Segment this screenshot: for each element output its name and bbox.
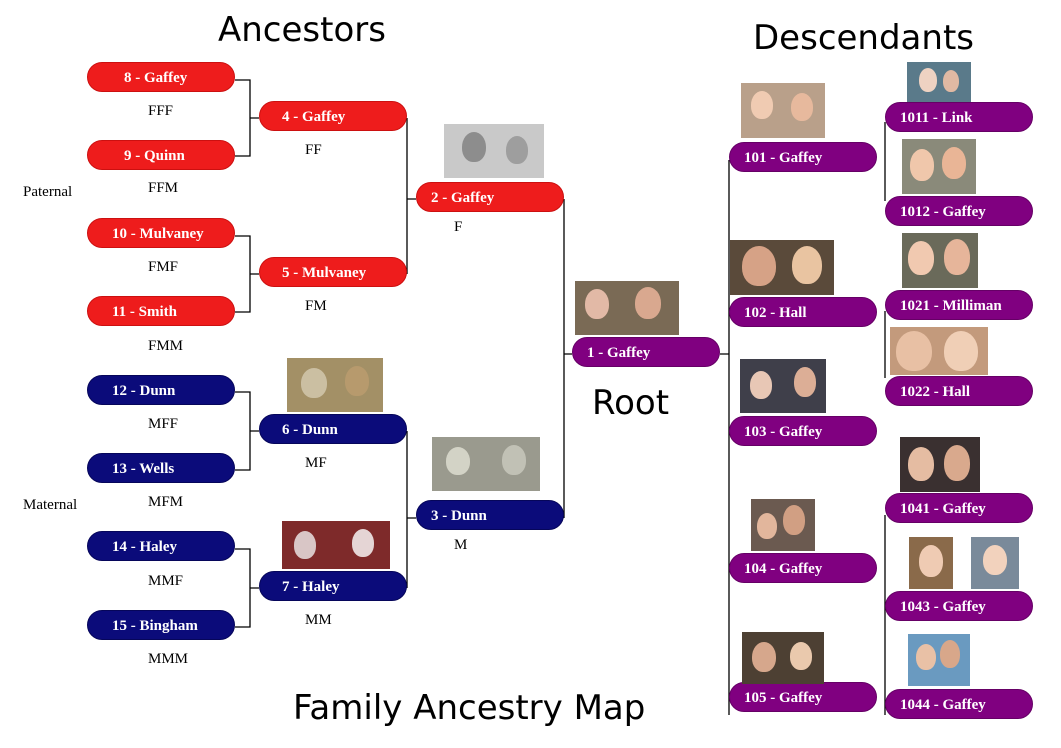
- connector-4-5: [406, 118, 416, 274]
- relation-code: MMF: [148, 573, 184, 589]
- photo-person-1043-a: [909, 537, 953, 589]
- person-1-root[interactable]: 1 - Gaffey: [572, 337, 720, 367]
- person-101[interactable]: 101 - Gaffey: [729, 142, 877, 172]
- relation-code: FM: [305, 298, 327, 314]
- relation-code: FF: [305, 142, 322, 158]
- person-103[interactable]: 103 - Gaffey: [729, 416, 877, 446]
- person-1043[interactable]: 1043 - Gaffey: [885, 591, 1033, 621]
- photo-person-101: [741, 83, 825, 138]
- connector-8-9: [235, 79, 259, 157]
- relation-code: FFM: [148, 180, 179, 196]
- person-7[interactable]: 7 - Haley: [259, 571, 407, 601]
- person-1011[interactable]: 1011 - Link: [885, 102, 1033, 132]
- connector-2-3: [563, 199, 572, 518]
- relation-code: MM: [305, 612, 332, 628]
- person-104[interactable]: 104 - Gaffey: [729, 553, 877, 583]
- maternal-label: Maternal: [23, 497, 78, 513]
- person-2[interactable]: 2 - Gaffey: [416, 182, 564, 212]
- photo-person-1: [575, 281, 679, 335]
- paternal-label: Paternal: [23, 184, 73, 200]
- person-11[interactable]: 11 - Smith: [87, 296, 235, 326]
- person-3[interactable]: 3 - Dunn: [416, 500, 564, 530]
- photo-person-1011: [907, 62, 971, 102]
- connector-12-13: [235, 391, 259, 471]
- ancestors-heading: Ancestors: [218, 10, 386, 50]
- person-102[interactable]: 102 - Hall: [729, 297, 877, 327]
- connector-10-11: [235, 235, 259, 313]
- photo-person-2: [444, 124, 544, 178]
- relation-code: M: [454, 537, 468, 553]
- photo-person-3: [432, 437, 540, 491]
- photo-person-1022: [890, 327, 988, 375]
- connector-root-children: [720, 160, 730, 715]
- connector-14-15: [235, 548, 259, 628]
- person-12[interactable]: 12 - Dunn: [87, 375, 235, 405]
- photo-person-1043-b: [971, 537, 1019, 589]
- photo-person-105: [742, 632, 824, 684]
- photo-person-6: [287, 358, 383, 412]
- person-15[interactable]: 15 - Bingham: [87, 610, 235, 640]
- relation-code: FMM: [148, 338, 184, 354]
- photo-person-103: [740, 359, 826, 413]
- photo-person-104: [751, 499, 815, 551]
- relation-code: MFM: [148, 494, 184, 510]
- photo-person-7: [282, 521, 390, 569]
- root-heading: Root: [592, 383, 670, 423]
- person-10[interactable]: 10 - Mulvaney: [87, 218, 235, 248]
- person-14[interactable]: 14 - Haley: [87, 531, 235, 561]
- photo-person-1021: [902, 233, 978, 288]
- person-13[interactable]: 13 - Wells: [87, 453, 235, 483]
- person-9[interactable]: 9 - Quinn: [87, 140, 235, 170]
- relation-code: FMF: [148, 259, 179, 275]
- person-105[interactable]: 105 - Gaffey: [729, 682, 877, 712]
- photo-person-1044: [908, 634, 970, 686]
- relation-code: F: [454, 219, 463, 235]
- person-1041[interactable]: 1041 - Gaffey: [885, 493, 1033, 523]
- person-8[interactable]: 8 - Gaffey: [87, 62, 235, 92]
- person-4[interactable]: 4 - Gaffey: [259, 101, 407, 131]
- relation-code: MMM: [148, 651, 189, 667]
- descendants-heading: Descendants: [753, 18, 974, 58]
- person-6[interactable]: 6 - Dunn: [259, 414, 407, 444]
- photo-person-102: [730, 240, 834, 295]
- person-5[interactable]: 5 - Mulvaney: [259, 257, 407, 287]
- relation-code: MFF: [148, 416, 179, 432]
- relation-code: MF: [305, 455, 327, 471]
- map-title: Family Ancestry Map: [293, 688, 646, 728]
- person-1022[interactable]: 1022 - Hall: [885, 376, 1033, 406]
- photo-person-1012: [902, 139, 976, 194]
- relation-code: FFF: [148, 103, 174, 119]
- person-1021[interactable]: 1021 - Milliman: [885, 290, 1033, 320]
- connector-6-7: [406, 431, 416, 588]
- person-1044[interactable]: 1044 - Gaffey: [885, 689, 1033, 719]
- photo-person-1041: [900, 437, 980, 492]
- person-1012[interactable]: 1012 - Gaffey: [885, 196, 1033, 226]
